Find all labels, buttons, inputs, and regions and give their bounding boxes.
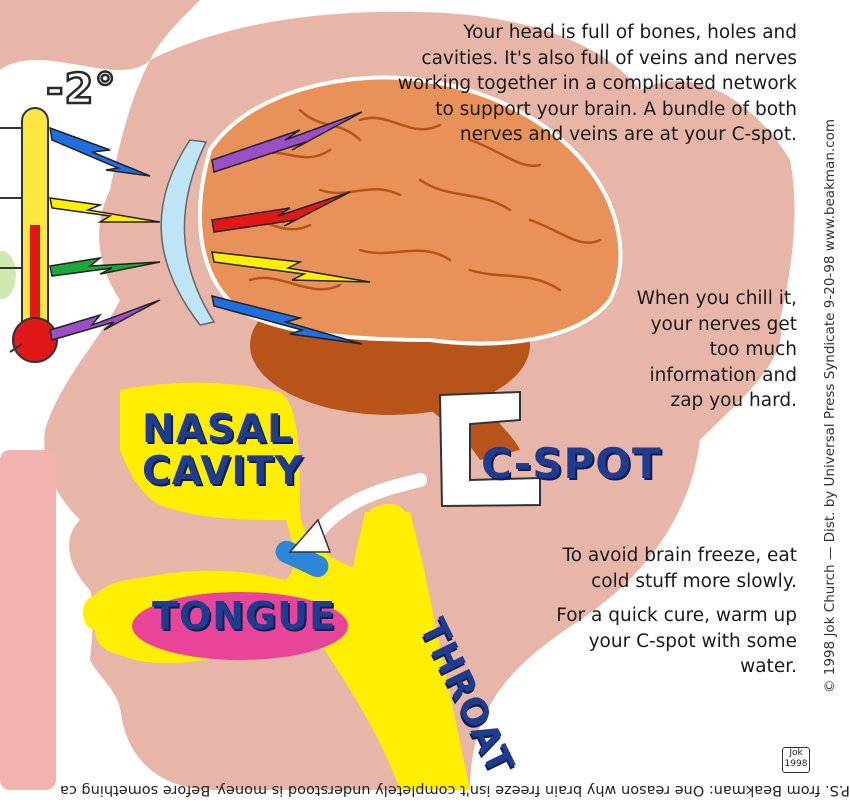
side-panel	[0, 450, 56, 790]
credits-line: © 1998 Jok Church — Dist. by Universal P…	[822, 119, 838, 693]
temperature-label: -2°	[46, 64, 117, 113]
cavity-label: CAVITY	[142, 452, 304, 492]
signature-stamp: Jok 1998	[782, 747, 810, 773]
thermometer-icon	[0, 108, 57, 362]
cspot-label: C-SPOT	[481, 440, 662, 488]
intro-text: Your head is full of bones, holes and ca…	[397, 20, 797, 148]
ps-note: P.S. from Beakman: One reason why brain …	[60, 782, 850, 798]
cure-tip: For a quick cure, warm up your C-spot wi…	[527, 603, 797, 680]
tongue-label: TONGUE	[152, 596, 336, 636]
freeze-tip: To avoid brain freeze, eat cold stuff mo…	[537, 543, 797, 594]
cspot-explanation: When you chill it, your nerves get too m…	[617, 286, 797, 414]
nasal-label: NASAL	[142, 410, 293, 450]
green-blob	[0, 251, 16, 299]
